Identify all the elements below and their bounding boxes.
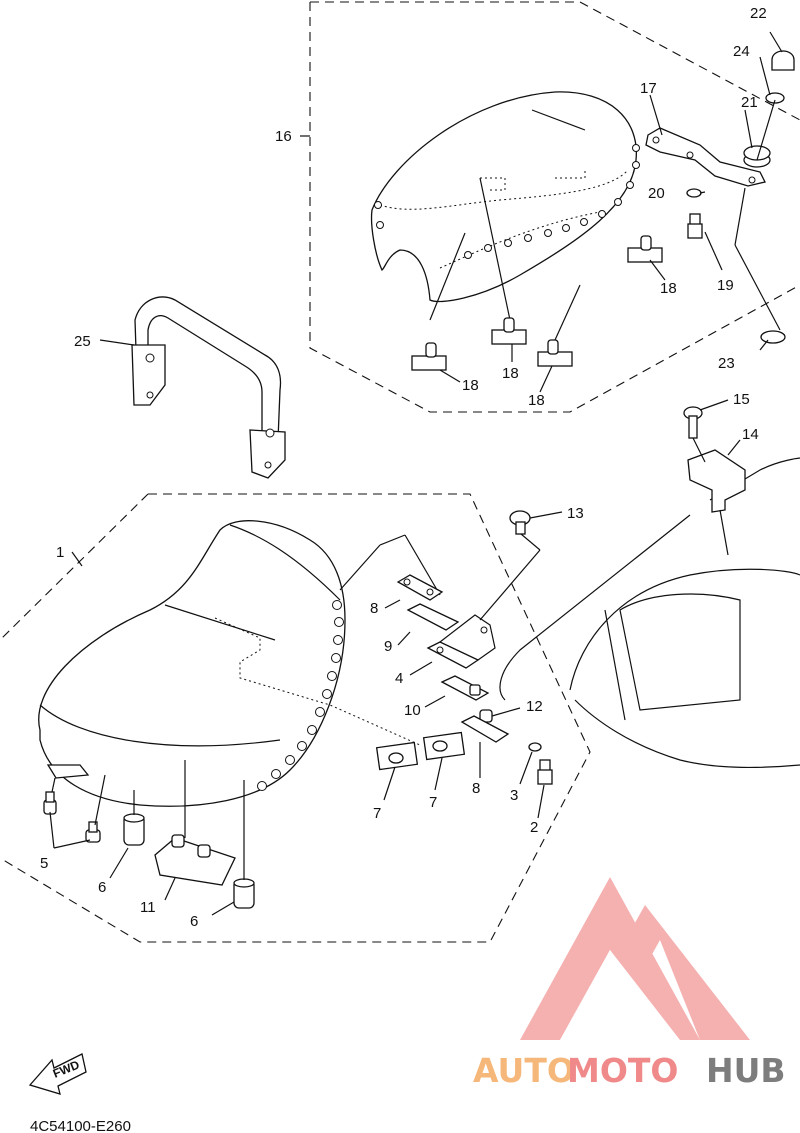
callout-6a: 6 — [98, 879, 106, 896]
callout-17: 17 — [640, 80, 657, 97]
callout-25: 25 — [74, 333, 91, 350]
callout-10: 10 — [404, 702, 421, 719]
seat-stud — [43, 791, 57, 815]
fwd-arrow-icon: FWD — [28, 1053, 87, 1095]
callout-11: 11 — [140, 899, 156, 916]
rear-seat-cap-washer — [765, 92, 785, 104]
seat-bolt — [537, 759, 553, 785]
seat-washer — [528, 742, 542, 752]
callout-1: 1 — [56, 544, 64, 561]
seat-hook-bracket — [426, 641, 480, 669]
rear-seat-clip — [627, 235, 663, 263]
callout-5: 5 — [40, 855, 48, 872]
watermark-text-moto: MOTO — [567, 1051, 678, 1090]
callout-3: 3 — [510, 787, 518, 804]
rear-seat-rivets — [374, 144, 640, 259]
seat-stud — [85, 821, 101, 843]
frame-bracket — [687, 449, 746, 513]
callout-18d: 18 — [528, 392, 545, 409]
seat-rubber-block — [154, 834, 236, 886]
callout-22: 22 — [750, 5, 767, 22]
seat-stay — [440, 675, 490, 701]
seat-damper — [123, 813, 145, 846]
seat-bracket — [406, 603, 460, 631]
callout-18b: 18 — [462, 377, 479, 394]
callout-13: 13 — [567, 505, 584, 522]
frame-bolt — [683, 406, 703, 439]
grab-handle — [99, 296, 286, 479]
rear-seat-cap-nut — [771, 50, 795, 71]
diagram-code: 4C54100-E260 — [30, 1118, 131, 1133]
callout-18c: 18 — [502, 365, 519, 382]
callout-18a: 18 — [660, 280, 677, 297]
rear-seat-lower-grommet — [760, 330, 786, 344]
callout-2: 2 — [530, 819, 538, 836]
callout-14: 14 — [742, 426, 759, 443]
rear-seat-bolt — [687, 213, 703, 239]
callout-16: 16 — [275, 128, 292, 145]
main-seat-assembly — [0, 493, 591, 943]
callout-8b: 8 — [472, 780, 480, 797]
main-seat-rivets — [257, 600, 344, 791]
seat-mount-bolt — [509, 510, 531, 535]
callout-7b: 7 — [429, 794, 437, 811]
callout-19: 19 — [717, 277, 734, 294]
rear-seat-clip — [411, 342, 447, 371]
seat-lower-plate — [460, 715, 510, 743]
callout-20: 20 — [648, 185, 665, 202]
rear-seat-clip — [537, 339, 573, 367]
callout-9: 9 — [384, 638, 392, 655]
watermark-logo-icon — [520, 877, 750, 1040]
main-seat-clip — [422, 731, 466, 761]
callout-15: 15 — [733, 391, 750, 408]
rear-frame-fender — [499, 399, 800, 769]
callout-21: 21 — [741, 94, 758, 111]
rear-seat-grommet — [743, 145, 771, 168]
callout-6b: 6 — [190, 913, 198, 930]
callout-12: 12 — [526, 698, 543, 715]
main-seat-clip — [375, 741, 419, 771]
watermark-text-auto: AUTO — [473, 1051, 575, 1090]
callout-4: 4 — [395, 670, 403, 687]
rear-seat-bracket — [645, 127, 766, 187]
automotohub-watermark: AUTO MOTO HUB — [473, 877, 786, 1090]
watermark-text-hub: HUB — [706, 1051, 786, 1090]
callout-8a: 8 — [370, 600, 378, 617]
callout-24: 24 — [733, 43, 750, 60]
seat-damper — [233, 878, 255, 909]
rear-seat-assembly — [300, 1, 800, 413]
rear-seat-clip — [491, 317, 527, 345]
rear-seat-washer — [686, 188, 702, 198]
callout-23: 23 — [718, 355, 735, 372]
callout-labels: 1 2 3 4 5 6 6 7 7 8 8 9 10 11 12 13 14 1… — [40, 5, 767, 930]
callout-7a: 7 — [373, 805, 381, 822]
